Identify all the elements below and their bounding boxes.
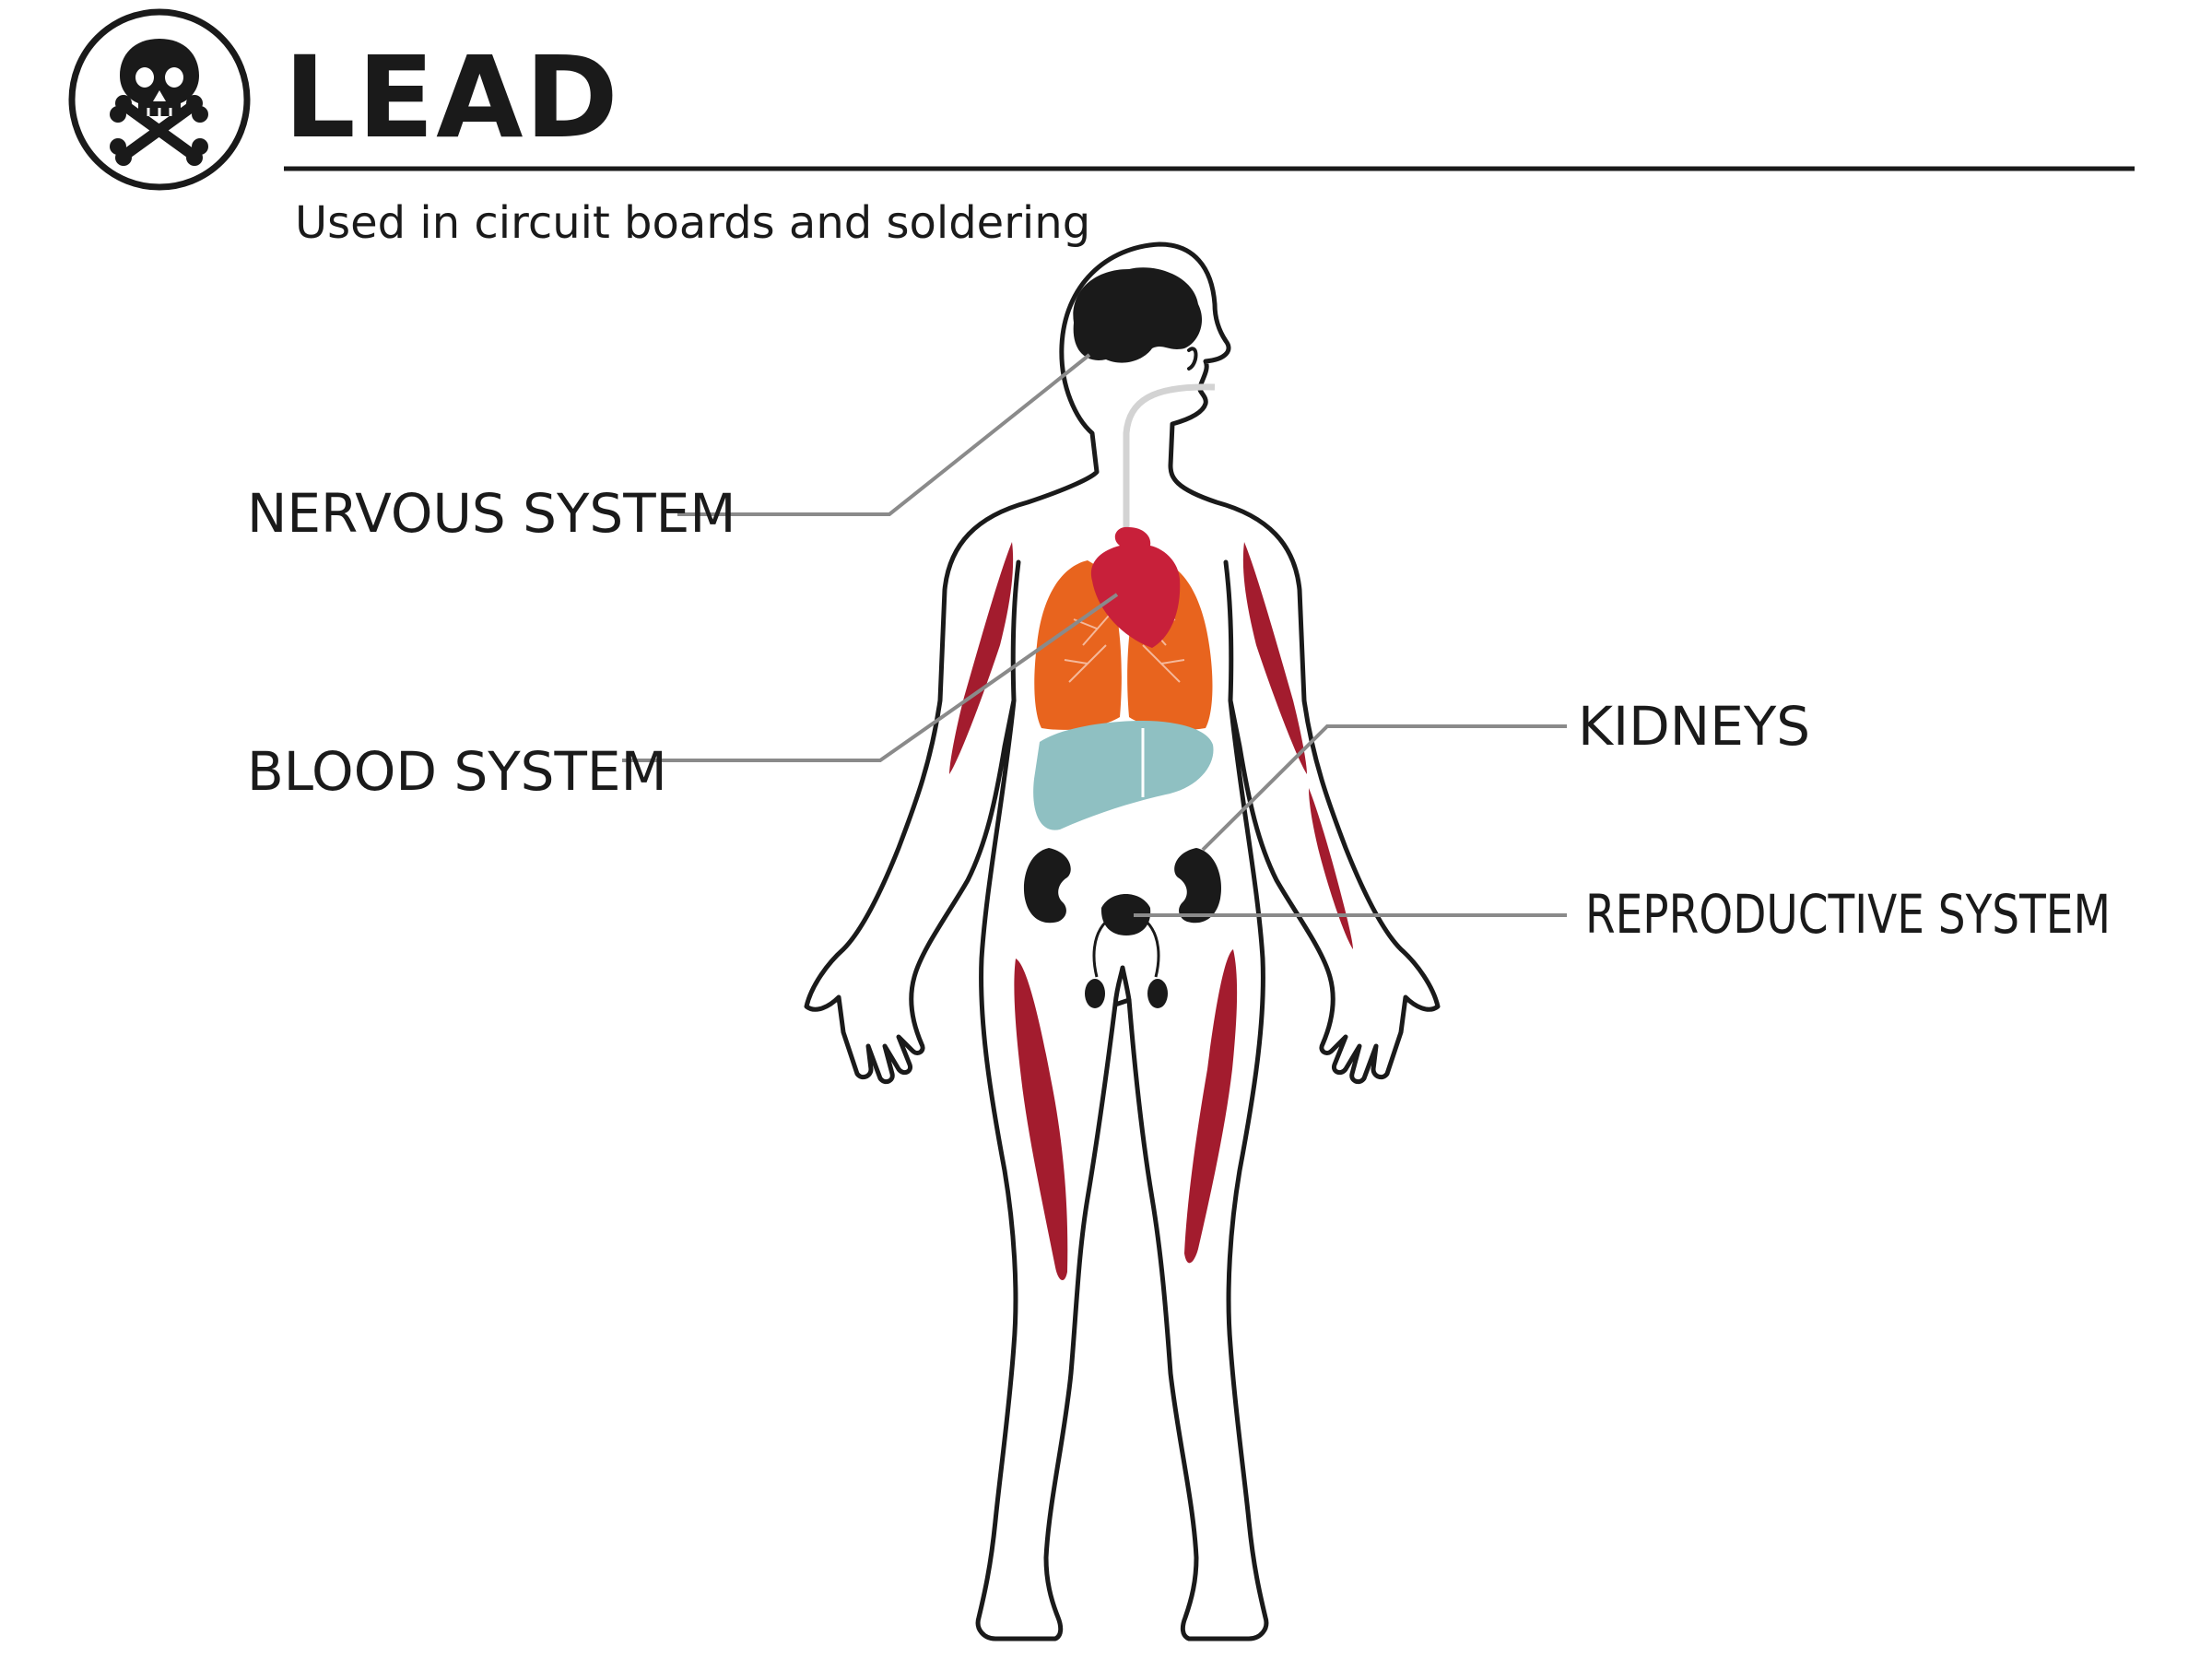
label-reproductive-system: REPRODUCTIVE SYSTEM <box>1585 883 2111 946</box>
liver <box>1033 721 1214 830</box>
page-subtitle: Used in circuit boards and soldering <box>295 197 1090 249</box>
body-outline <box>804 241 1441 1641</box>
muscles <box>949 542 1353 1281</box>
heart <box>1090 526 1181 648</box>
reproductive-organs <box>1085 894 1168 1008</box>
page-title: LEAD <box>284 32 620 163</box>
spinal-cord <box>1123 383 1216 544</box>
leader-lines <box>622 353 1567 917</box>
human-body-figure <box>804 241 1441 1641</box>
kidneys <box>1023 848 1222 924</box>
label-blood-system: BLOOD SYSTEM <box>247 740 667 803</box>
kidneys-leader <box>1201 724 1567 852</box>
blood-system-leader <box>622 593 1119 762</box>
brain <box>1073 267 1203 363</box>
label-nervous-system: NERVOUS SYSTEM <box>247 482 735 545</box>
skull-crossbones-icon <box>68 8 251 191</box>
label-kidneys: KIDNEYS <box>1578 695 1810 758</box>
nervous-system-leader <box>677 353 1091 516</box>
